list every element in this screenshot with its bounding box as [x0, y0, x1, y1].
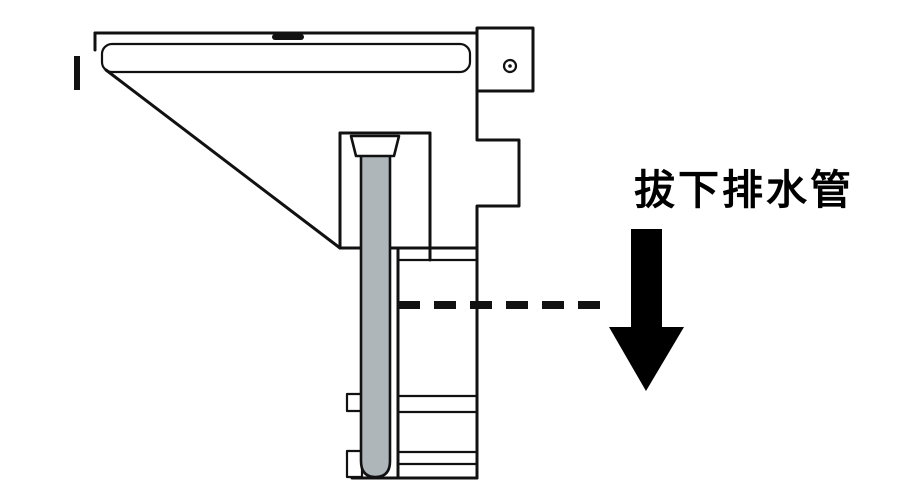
- mounting-bracket: [475, 26, 535, 93]
- down-arrow-icon: [609, 229, 684, 391]
- screw-hole: [502, 58, 518, 74]
- drain-hose: [359, 148, 392, 479]
- top-lid: [93, 31, 479, 74]
- wall-mount-mark: [74, 56, 80, 90]
- screw-hole-center: [508, 64, 512, 68]
- hose-housing: [338, 131, 432, 262]
- lid-latch: [272, 34, 304, 40]
- body-outline: [104, 68, 521, 250]
- instruction-label: 拔下排水管: [634, 166, 854, 214]
- hose-collar: [349, 134, 401, 158]
